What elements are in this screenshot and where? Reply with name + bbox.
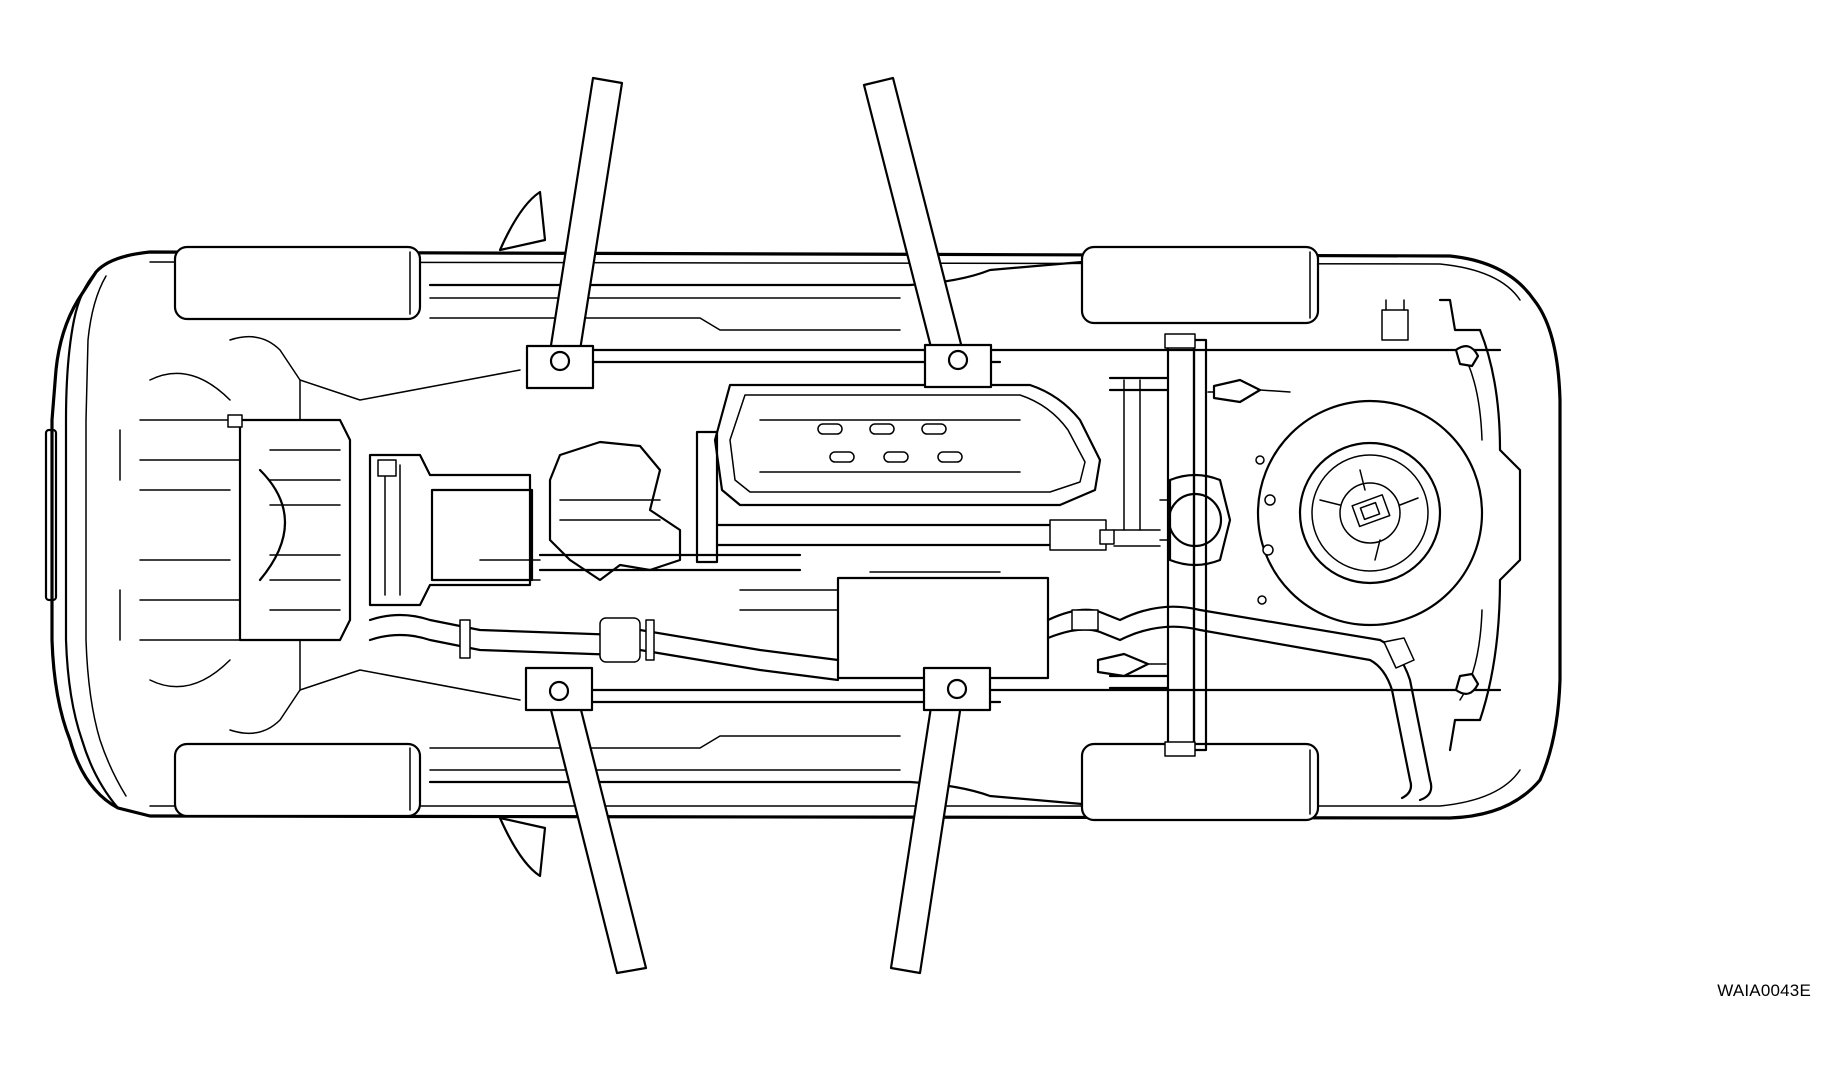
muffler — [739, 571, 1050, 680]
figure-code-label: WAIA0043E — [1717, 981, 1811, 1000]
lift-arm-rear-left — [862, 76, 993, 389]
rear-right-tire — [1080, 742, 1320, 822]
rear-bumper-area — [1381, 298, 1522, 752]
rear-left-tire — [1080, 245, 1320, 325]
front-left-tire — [173, 245, 422, 321]
lift-arm-rear-right — [889, 666, 992, 975]
lift-arms — [524, 76, 993, 975]
rear-axle — [1096, 333, 1291, 757]
lift-pad-rear-left — [923, 343, 993, 389]
rear-shock-absorbers — [1096, 378, 1291, 678]
shield-vent-slots — [817, 423, 963, 463]
lift-pad-rear-right — [922, 666, 992, 712]
front-right-tire — [173, 742, 422, 818]
wheels — [173, 245, 1320, 822]
exhaust-pipe — [368, 605, 1433, 802]
car-body-outline — [44, 190, 1562, 878]
lift-arm-front-right — [524, 666, 648, 975]
fuel-tank-heat-shield — [713, 383, 1102, 507]
front-suspension-engine — [119, 335, 521, 735]
transmission — [368, 453, 534, 607]
frame-rails — [428, 260, 1502, 806]
driveshafts — [479, 519, 1161, 581]
lift-arm-front-left — [525, 76, 624, 390]
spare-tire — [1255, 399, 1484, 627]
transfer-case — [548, 430, 719, 582]
lift-pad-front-right — [524, 666, 594, 712]
